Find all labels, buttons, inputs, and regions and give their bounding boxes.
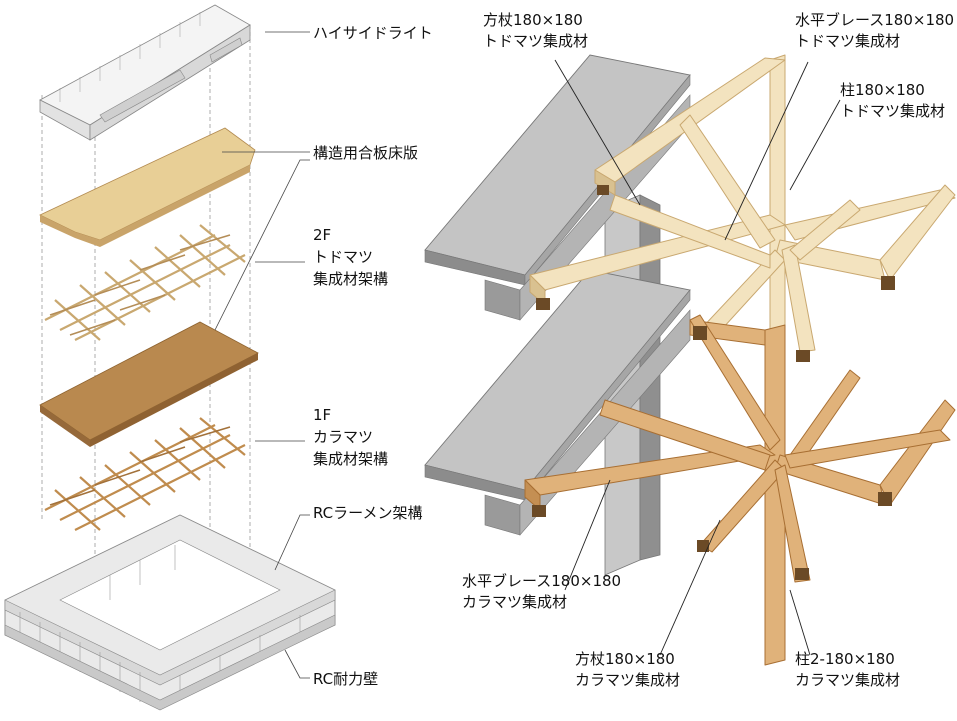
label-column-todomatsu-size: 柱180×180 [840,81,925,99]
structural-detail [424,54,956,666]
label-rc-frame: RCラーメン架構 [313,504,423,522]
karamatsu-timber-assembly [524,314,956,666]
exploded-layer-stack [4,4,336,711]
plywood-floor-lower [39,321,259,447]
label-1f-wood: カラマツ [313,428,373,446]
right-labels: 方杖180×180 トドマツ集成材 水平ブレース180×180 トドマツ集成材 … [462,11,954,689]
high-side-light-layer [39,4,251,141]
label-column-karamatsu-size: 柱2-180×180 [795,650,895,668]
label-1f-frame: 集成材架構 [313,450,388,468]
label-2f-wood: トドマツ [313,248,373,266]
label-2f-level: 2F [313,226,331,244]
left-leader-lines [214,31,310,679]
label-horizontal-brace-todomatsu-material: トドマツ集成材 [795,32,900,50]
plywood-floor-upper [39,127,256,247]
karamatsu-frame-1f [44,417,246,531]
label-1f-level: 1F [313,406,331,424]
label-rc-wall: RC耐力壁 [313,670,378,688]
rc-frame-base [4,514,336,711]
left-labels: ハイサイドライト 構造用合板床版 2F トドマツ 集成材架構 1F カラマツ 集… [313,24,433,688]
todomatsu-timber-assembly [529,54,956,362]
label-brace-cap-karamatsu-material: カラマツ集成材 [575,671,680,689]
label-horizontal-brace-todomatsu-size: 水平ブレース180×180 [795,11,954,29]
label-brace-cap-todomatsu-size: 方杖180×180 [483,11,583,29]
label-horizontal-brace-karamatsu-material: カラマツ集成材 [462,593,567,611]
todomatsu-frame-2f [44,224,246,341]
label-plywood-floor: 構造用合板床版 [313,144,418,162]
label-brace-cap-todomatsu-material: トドマツ集成材 [483,32,588,50]
label-column-todomatsu-material: トドマツ集成材 [840,102,945,120]
right-leader-lines [554,59,841,656]
label-column-karamatsu-material: カラマツ集成材 [795,671,900,689]
label-horizontal-brace-karamatsu-size: 水平ブレース180×180 [462,572,621,590]
label-high-side-light: ハイサイドライト [313,24,433,42]
label-2f-frame: 集成材架構 [313,270,388,288]
label-brace-cap-karamatsu-size: 方杖180×180 [575,650,675,668]
